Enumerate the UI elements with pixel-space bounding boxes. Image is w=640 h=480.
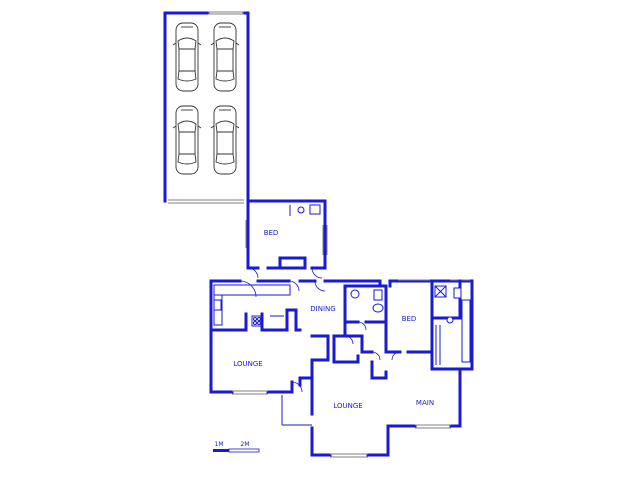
- room-label-main: MAIN: [416, 399, 434, 407]
- main-house: [209, 279, 474, 458]
- room-label-bed-annex: BED: [264, 229, 279, 237]
- door-swing-icon: [314, 280, 326, 292]
- central-bath: [310, 284, 462, 380]
- bed-annex: [245, 199, 328, 279]
- garage: [163, 11, 250, 204]
- door-swing-icon: [391, 351, 401, 361]
- scale-label-1m: 1M: [215, 441, 224, 448]
- door-swing-icon: [344, 335, 354, 345]
- basin-icon: [446, 316, 454, 324]
- door-swing-icon: [357, 321, 367, 331]
- main-ensuite: [430, 279, 471, 365]
- room-label-dining: DINING: [310, 305, 335, 313]
- car-icon: [210, 22, 240, 92]
- room-label-bed: BED: [402, 315, 417, 323]
- basin-icon: [350, 289, 360, 299]
- room-label-lounge-2: LOUNGE: [333, 402, 362, 410]
- car-icon: [172, 22, 202, 92]
- door-swing-icon: [371, 351, 381, 361]
- scale-bar: 1M 2M: [213, 441, 260, 453]
- door-swing-icon: [291, 381, 303, 393]
- basin-icon: [213, 299, 222, 311]
- kitchen: [209, 284, 302, 332]
- stove-icon: [251, 315, 263, 327]
- door-swing-icon: [288, 280, 300, 292]
- toilet-icon: [453, 287, 462, 299]
- scale-label-2m: 2M: [241, 441, 250, 448]
- basin-icon: [297, 206, 305, 214]
- door-swing-icon: [247, 267, 259, 279]
- room-label-lounge: LOUNGE: [233, 360, 262, 368]
- toilet-icon: [373, 289, 383, 301]
- toilet-icon: [309, 204, 321, 215]
- car-icon: [210, 105, 240, 175]
- car-icon: [172, 105, 202, 175]
- door-swing-icon: [311, 267, 323, 279]
